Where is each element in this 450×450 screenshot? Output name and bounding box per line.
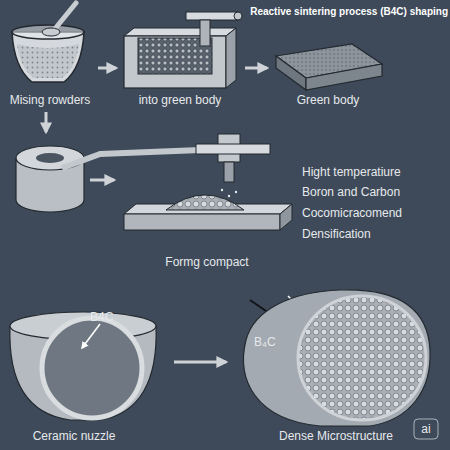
green-body-slab: [276, 44, 382, 90]
forming-step: Formg compact: [118, 134, 296, 274]
mold-side: [226, 28, 236, 88]
step-caption: into green body: [118, 92, 242, 108]
leader-line: [82, 324, 100, 348]
ceramic-crucible: [10, 312, 156, 420]
bowl-rim: [12, 25, 84, 39]
press-nozzle: [224, 162, 234, 182]
flow-arrow: [98, 67, 116, 70]
watermark-box: [414, 419, 438, 439]
microstructure-node: B₄C Dense Microstructure: [236, 284, 436, 446]
crucible-body: [244, 290, 431, 426]
slab-side: [306, 64, 382, 90]
mold-top: [124, 28, 236, 36]
step-caption: Ceramic nuzzle: [4, 428, 144, 444]
material-label: B4C: [90, 309, 134, 325]
spray-dot: [228, 195, 230, 197]
press-crossbar: [196, 144, 270, 154]
process-note: Densification: [302, 226, 448, 242]
flow-arrow: [245, 67, 267, 70]
powder-cylinder: [16, 146, 84, 212]
forming-press: [62, 134, 292, 230]
feed-pipe: [62, 150, 200, 168]
watermark: ai: [414, 421, 438, 437]
lever-knob: [234, 12, 242, 20]
mold-press: [124, 12, 242, 88]
spoon-handle: [54, 3, 76, 30]
press-lever: [186, 12, 238, 20]
spoon-scoop: [42, 28, 60, 36]
cylinder-hole: [36, 153, 64, 163]
press-piston: [200, 20, 210, 46]
step-caption: Mising rowders: [4, 92, 96, 108]
flow-arrow: [174, 361, 226, 364]
mixing-step: Mising rowders: [4, 12, 96, 110]
diagram-title: Reactive sintering process (B4C) shaping: [226, 5, 448, 18]
flow-arrow: [90, 179, 114, 182]
process-note: Boron and Carbon: [302, 184, 448, 200]
molding-step: into green body: [118, 14, 242, 110]
crucible-node: B4C Ceramic nuzzle: [4, 306, 164, 446]
mold-front: [124, 36, 226, 88]
spray-dot: [221, 189, 223, 191]
powder-fill: [17, 44, 79, 78]
crucible-opening: [42, 318, 142, 418]
spray-dot: [235, 191, 237, 193]
green-body-step: Green body: [270, 30, 386, 110]
step-caption: Green body: [270, 92, 386, 108]
mixing-bowl: [12, 3, 84, 82]
step-caption: Formg compact: [118, 254, 296, 270]
platform-side: [280, 204, 292, 230]
step-caption: Dense Microstructure: [236, 428, 436, 444]
dense-crucible: [244, 290, 431, 426]
powder-compact: [166, 195, 244, 210]
material-label: B₄C: [254, 334, 298, 350]
flow-arrow: [45, 112, 48, 132]
process-note: Cocomicracomend: [302, 205, 448, 221]
platform-front: [124, 214, 280, 230]
process-note: Hight temperatiure: [302, 164, 448, 180]
slab-front: [276, 56, 306, 90]
microstructure-grains: [298, 296, 426, 420]
